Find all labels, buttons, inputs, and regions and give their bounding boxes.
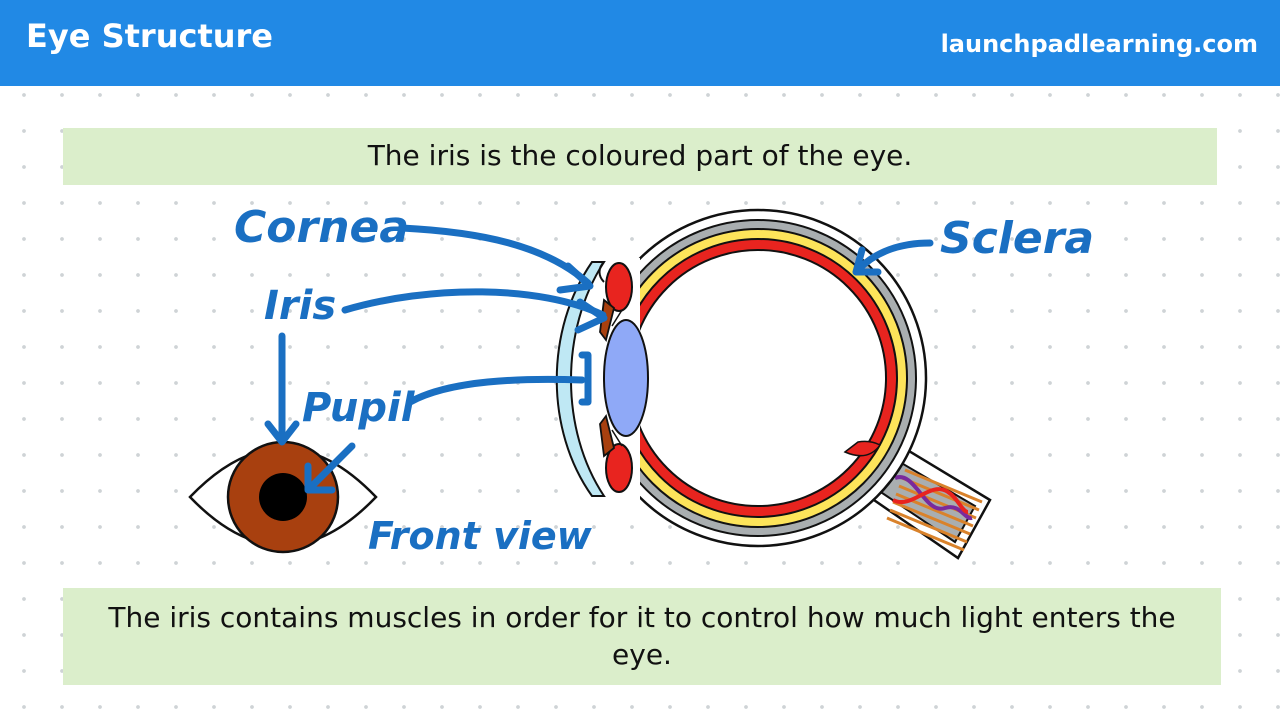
top-banner: The iris is the coloured part of the eye…	[63, 128, 1217, 185]
pupil-arrow	[406, 375, 586, 406]
label-pupil: Pupil	[302, 385, 415, 431]
label-sclera: Sclera	[940, 213, 1095, 264]
iris-parts	[599, 262, 633, 493]
bottom-banner: The iris contains muscles in order for i…	[63, 588, 1221, 685]
eyeball	[576, 208, 928, 548]
sclera-arrow-head	[852, 246, 882, 276]
sclera-arrow	[854, 239, 934, 274]
front-pupil-arrow-head	[304, 462, 336, 494]
cornea-arrow-head	[556, 262, 594, 294]
cornea	[555, 261, 606, 497]
cornea-arrow	[398, 224, 592, 287]
iris-arrow-head	[574, 298, 608, 334]
front-pupil-arrow	[306, 442, 356, 492]
label-iris: Iris	[264, 283, 337, 329]
front-view-eye	[188, 440, 378, 554]
header-bar: Eye Structure launchpadlearning.com	[0, 0, 1280, 86]
iris-arrow	[341, 288, 607, 319]
label-arrows	[264, 224, 934, 494]
lens	[603, 319, 649, 437]
iris-down-arrow-head	[264, 420, 300, 446]
label-cornea: Cornea	[234, 202, 410, 253]
label-front-view: Front view	[368, 514, 592, 558]
page-title: Eye Structure	[26, 17, 273, 55]
site-name: launchpadlearning.com	[940, 30, 1258, 58]
pupil-bracket	[578, 351, 592, 406]
